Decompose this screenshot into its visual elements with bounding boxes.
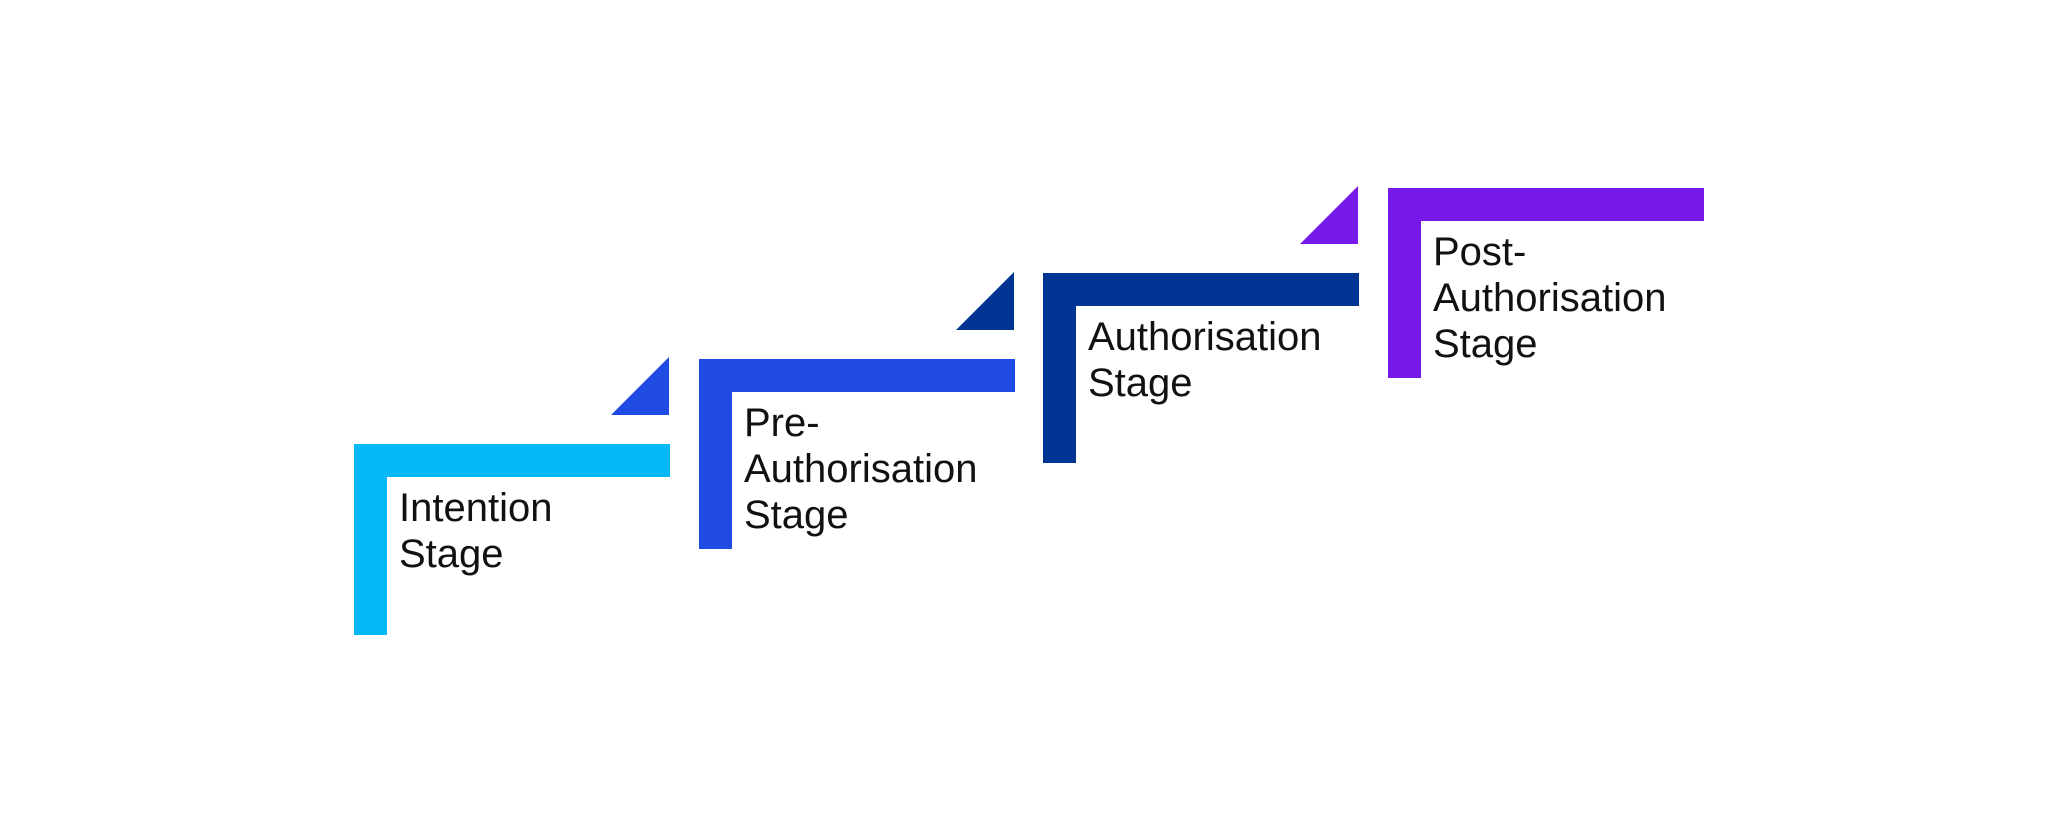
stage-bracket-side [699,359,732,549]
stage-bracket-side [1388,188,1421,378]
stage-label-line: Pre- [744,401,820,445]
stage-authorisation: Authorisation Stage [1043,273,1363,468]
stage-label-line: Authorisation [1433,276,1667,320]
step-triangle-icon [956,272,1014,330]
stage-post-authorisation: Post- Authorisation Stage [1388,188,1708,383]
stage-label: Post- Authorisation Stage [1433,229,1666,367]
stage-bracket-side [354,444,387,635]
stage-label: Authorisation Stage [1088,314,1321,406]
stage-pre-authorisation: Pre- Authorisation Stage [699,359,1019,554]
step-triangle-icon [611,357,669,415]
stage-bracket-top [354,444,670,477]
stage-label-line: Stage [399,532,504,576]
stage-label-line: Intention [399,486,553,530]
stage-bracket-top [699,359,1015,392]
stage-label-line: Stage [1088,361,1193,405]
stage-label-line: Stage [744,493,849,537]
stage-label: Pre- Authorisation Stage [744,400,977,538]
stage-label-line: Stage [1433,322,1538,366]
step-triangle-icon [1300,186,1358,244]
stage-label-line: Post- [1433,230,1527,274]
stage-bracket-top [1388,188,1704,221]
stage-label: Intention Stage [399,485,552,577]
stage-bracket-side [1043,273,1076,463]
stage-label-line: Authorisation [1088,315,1322,359]
stage-intention: Intention Stage [354,444,674,639]
stage-label-line: Authorisation [744,447,978,491]
stage-bracket-top [1043,273,1359,306]
